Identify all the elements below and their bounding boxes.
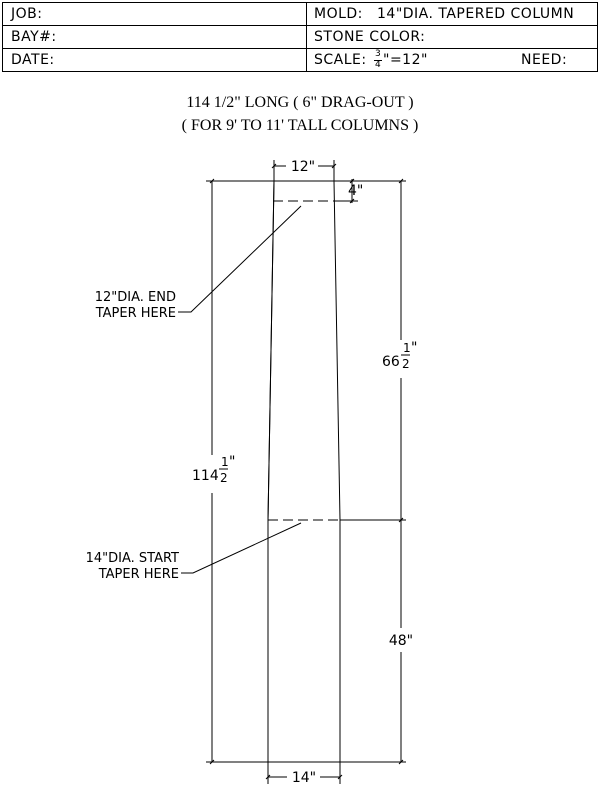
scale-fraction-bar bbox=[374, 60, 382, 61]
upper-length-num: 1 bbox=[403, 341, 411, 355]
top-width-tick-right bbox=[331, 163, 337, 169]
overall-dim-tick-bottom bbox=[209, 759, 215, 765]
lower-length-label: 48" bbox=[389, 633, 413, 649]
title-row-2: BAY#: STONE COLOR: bbox=[3, 26, 597, 49]
top-width-label: 12" bbox=[291, 159, 315, 175]
note-start-line-2: TAPER HERE bbox=[98, 567, 179, 582]
note-start-line-1: 14"DIA. START bbox=[86, 551, 179, 566]
top-offset-label: 4" bbox=[348, 183, 363, 199]
title-block-divider bbox=[306, 3, 307, 71]
scale-numerator: 3 bbox=[375, 49, 382, 59]
top-offset-tick-bottom bbox=[349, 198, 355, 204]
leader-end bbox=[178, 205, 302, 313]
job-label: JOB: bbox=[11, 6, 43, 22]
title-row-3: DATE: SCALE: 3 4 "=12" NEED: bbox=[3, 49, 597, 72]
date-label: DATE: bbox=[11, 52, 55, 68]
overall-dim-tick-top bbox=[209, 178, 215, 184]
bay-label: BAY#: bbox=[11, 29, 57, 45]
leader-start bbox=[181, 522, 302, 574]
mold-value: 14"DIA. TAPERED COLUMN bbox=[377, 6, 575, 22]
upper-dim-tick-top bbox=[398, 178, 404, 184]
stone-color-label: STONE COLOR: bbox=[314, 29, 426, 45]
upper-length-unit: " bbox=[411, 340, 417, 356]
overall-length-den: 2 bbox=[220, 471, 228, 485]
scale-label: SCALE: bbox=[314, 52, 367, 68]
column-left-taper bbox=[267, 180, 275, 521]
title-row-1: JOB: MOLD: 14"DIA. TAPERED COLUMN bbox=[3, 3, 597, 26]
overall-length-unit: " bbox=[229, 454, 235, 470]
note-end-line-1: 12"DIA. END bbox=[95, 290, 176, 305]
column-outline bbox=[267, 180, 341, 763]
mold-label: MOLD: bbox=[314, 6, 363, 22]
scale-denominator: 4 bbox=[375, 60, 382, 70]
heading-line-2: ( FOR 9' TO 11' TALL COLUMNS ) bbox=[181, 117, 419, 134]
bottom-width-label: 14" bbox=[292, 770, 316, 785]
overall-length-whole: 114 bbox=[192, 468, 219, 484]
note-end-line-2: TAPER HERE bbox=[95, 306, 176, 321]
upper-length-whole: 66 bbox=[382, 354, 400, 370]
lower-dim-tick-bottom bbox=[398, 759, 404, 765]
heading-line-1: 114 1/2" LONG ( 6" DRAG-OUT ) bbox=[186, 94, 414, 111]
top-width-tick-left bbox=[271, 163, 277, 169]
upper-length-den: 2 bbox=[402, 357, 410, 371]
bottom-width-tick-right bbox=[337, 774, 343, 780]
title-block: JOB: MOLD: 14"DIA. TAPERED COLUMN BAY#: … bbox=[2, 2, 598, 72]
need-label: NEED: bbox=[521, 52, 568, 68]
overall-length-num: 1 bbox=[221, 455, 229, 469]
bottom-width-tick-left bbox=[265, 774, 271, 780]
scale-rest: "=12" bbox=[383, 52, 428, 68]
